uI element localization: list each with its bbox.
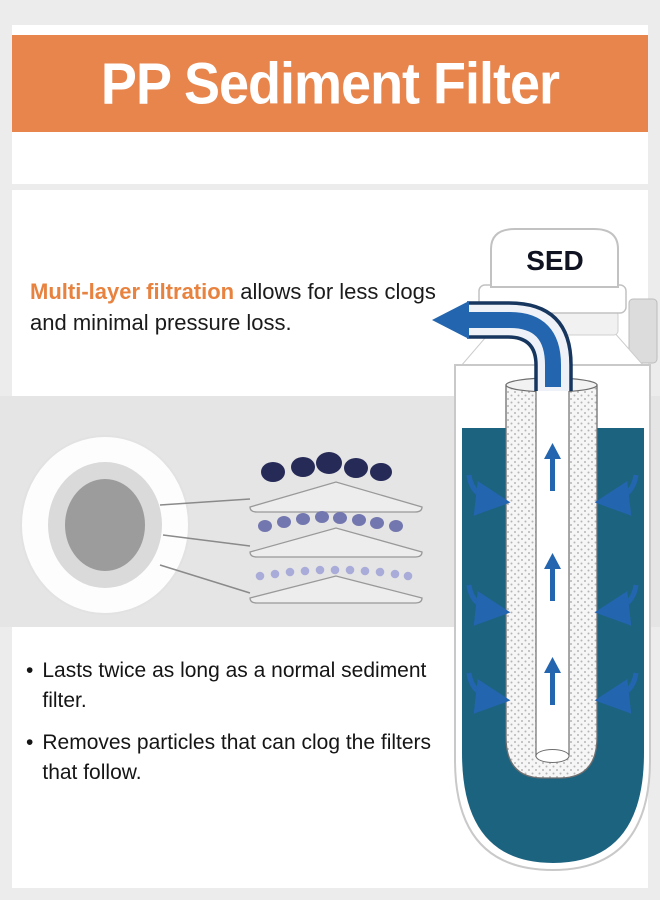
connector-line [159,498,251,506]
particle-medium [258,520,272,532]
mesh-layer-fine [249,575,423,604]
particle-large [291,457,315,477]
particle-large [261,462,285,482]
flow-arrow-up-icon [544,553,561,601]
particle-medium [352,514,366,526]
flow-arrow-up-icon [544,443,561,491]
filter-cap [490,228,619,288]
intro-rest: allows for less clogs and minimal pressu… [30,279,436,336]
cartridge-end-core [65,479,145,571]
particle-medium [333,512,347,524]
bullet-icon: • [26,659,34,682]
pipe-wall [467,335,538,391]
particle-small [375,567,385,577]
particle-small [345,565,355,575]
particle-large [344,458,368,478]
mesh-layer-medium [249,527,423,558]
particle-medium [296,513,310,525]
inflow-arrow-left-icon [466,672,511,714]
particle-small [270,569,280,579]
feature-text-1: Lasts twice as long as a normal sediment… [42,659,427,713]
particle-small [403,571,413,581]
channel-opening [535,749,570,763]
particle-large [316,452,342,474]
feature-text-2: Removes particles that can clog the filt… [42,730,432,785]
mount-bracket [628,298,658,364]
header-banner: PP Sediment Filter [12,35,648,132]
particle-medium [277,516,291,528]
particle-small [285,567,295,577]
connector-line [162,534,251,547]
particle-small [315,565,325,575]
inflow-arrow-right-icon [594,672,639,714]
inflow-arrow-left-icon [466,584,511,626]
filter-housing-illustration: SED [432,228,658,872]
list-item: • Lasts twice as long as a normal sedime… [26,656,466,717]
outflow-arrow-left-icon [432,301,469,339]
connector-line [159,564,251,594]
particle-large [370,463,392,481]
intro-text: Multi-layer filtration allows for less c… [30,276,470,338]
particle-medium [315,511,329,523]
inflow-arrow-right-icon [594,474,639,516]
particle-small [360,566,370,576]
particle-small [390,569,400,579]
particle-medium [389,520,403,532]
particle-medium [370,517,384,529]
section-divider [12,184,648,190]
intro-highlight: Multi-layer filtration [30,279,235,304]
particle-small [255,571,265,581]
multilayer-illustration [20,435,423,615]
inflow-arrow-left-icon [466,474,511,516]
cap-label: SED [526,245,584,276]
bullet-icon: • [26,730,34,754]
flow-arrow-up-icon [544,657,561,705]
particle-small [330,565,340,575]
particle-small [300,566,310,576]
feature-list: • Lasts twice as long as a normal sedime… [26,656,466,800]
page-title: PP Sediment Filter [100,51,560,116]
list-item: • Removes particles that can clog the fi… [26,728,466,789]
pipe-wall [467,301,573,391]
mesh-layer-coarse [249,481,423,513]
inflow-arrow-right-icon [594,584,639,626]
outflow-arrow-shaft [469,312,561,387]
